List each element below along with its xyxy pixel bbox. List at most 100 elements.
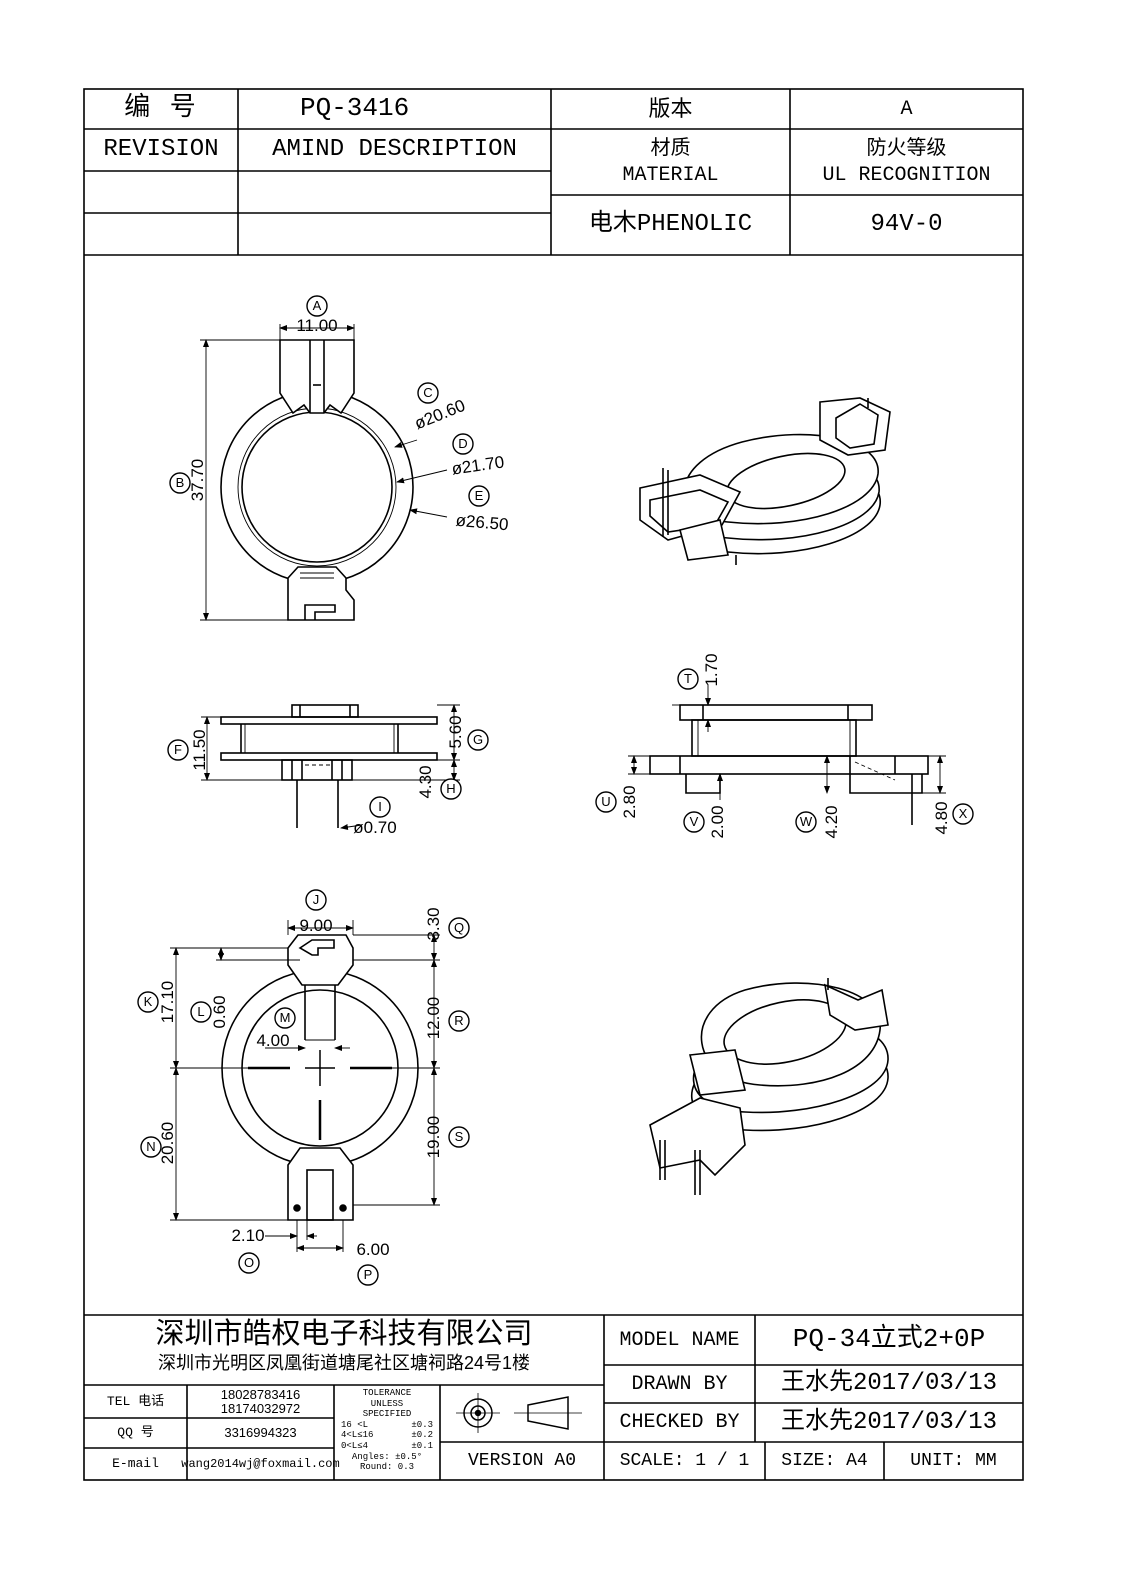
revision-label: REVISION (103, 136, 219, 164)
checked-by-label: CHECKED BY (619, 1411, 740, 1434)
fire-rating-value: 94V-0 (870, 211, 943, 239)
tolerance-row-round: Round: 0.3 (359, 1462, 414, 1473)
border-lines (83, 88, 1024, 1481)
top-view-dimensions (200, 324, 448, 621)
drawn-by-label: DRAWN BY (631, 1372, 728, 1396)
tolerance-row-3-range: 0<L≤4 (341, 1441, 369, 1452)
dim-letter-u: U (601, 794, 611, 810)
unit-label: UNIT: MM (910, 1450, 997, 1471)
fire-rating-label-en: UL RECOGNITION (822, 164, 991, 187)
isometric-view-upper (639, 397, 891, 565)
email-value: wang2014wj@foxmail.com (181, 1456, 340, 1471)
size-label: SIZE: A4 (781, 1450, 868, 1471)
dim-value-k: 17.10 (158, 980, 178, 1024)
qq-value: 3316994323 (224, 1425, 297, 1441)
tolerance-row-3-value: ±0.1 (411, 1441, 433, 1452)
side-view-dimensions (201, 704, 460, 830)
fire-rating-label-cn: 防火等级 (866, 137, 947, 159)
email-label: E-mail (112, 1456, 159, 1472)
dim-value-i: ø0.70 (353, 818, 397, 838)
amend-description-label: AMIND DESCRIPTION (272, 136, 517, 164)
dim-value-n: 20.60 (158, 1121, 178, 1165)
dim-value-s: 19.00 (424, 1115, 444, 1159)
version-value: A (900, 97, 913, 121)
model-name-value: PQ-34立式2+0P (792, 1324, 986, 1355)
material-value: 电木PHENOLIC (588, 211, 753, 239)
dim-letter-h: H (446, 781, 456, 797)
front-view (649, 704, 929, 825)
tolerance-title-2: UNLESS (370, 1398, 404, 1409)
projection-symbol (456, 1393, 582, 1433)
dim-letter-q: Q (453, 920, 465, 936)
tolerance-row-2-value: ±0.2 (411, 1430, 433, 1441)
tel-label: TEL 电话 (106, 1393, 165, 1409)
dim-value-p: 6.00 (356, 1240, 390, 1260)
dim-value-w: 4.20 (822, 805, 842, 839)
dim-letter-k: K (143, 994, 153, 1010)
bottom-view-dimensions (170, 920, 440, 1252)
dim-value-j: 9.00 (299, 916, 333, 936)
dim-letter-o: O (243, 1255, 255, 1271)
checked-by-value: 王水先2017/03/13 (780, 1408, 998, 1436)
top-view (220, 339, 414, 621)
dim-value-t: 1.70 (702, 653, 722, 687)
tolerance-title-3: SPECIFIED (362, 1409, 412, 1420)
dim-letter-f: F (174, 742, 182, 758)
tel-1: 18028783416 (220, 1386, 301, 1402)
dim-letter-a: A (312, 298, 322, 314)
material-label-cn: 材质 (650, 137, 691, 159)
tolerance-row-1-value: ±0.3 (411, 1419, 433, 1430)
dim-value-m: 4.00 (256, 1031, 290, 1051)
dim-value-g: 5.60 (446, 715, 466, 749)
tolerance-title-1: TOLERANCE (362, 1388, 412, 1398)
version-text: VERSION A0 (467, 1450, 577, 1471)
model-name-label: MODEL NAME (619, 1328, 740, 1352)
dim-value-q: 3.30 (424, 907, 444, 941)
bottom-view (221, 934, 419, 1221)
dimension-callouts (137, 295, 974, 1286)
number-label: 编 号 (124, 93, 198, 124)
company-name: 深圳市皓权电子科技有限公司 (155, 1317, 533, 1350)
qq-label: QQ 号 (117, 1425, 154, 1441)
tel-2: 18174032972 (220, 1400, 301, 1416)
tolerance-row-2-range: 4<L≤16 (341, 1430, 374, 1441)
part-number: PQ-3416 (300, 93, 410, 124)
dim-letter-j: J (312, 892, 320, 908)
dim-letter-r: R (454, 1013, 464, 1029)
tolerance-row-3: 0<L≤4 ±0.1 (341, 1441, 433, 1452)
dim-letter-l: L (197, 1004, 205, 1020)
dim-letter-w: W (799, 814, 813, 830)
dim-value-r: 12.00 (424, 996, 444, 1040)
fire-rating-label: 防火等级 UL RECOGNITION (790, 129, 1023, 195)
version-label: 版本 (648, 96, 693, 122)
side-view (220, 704, 438, 828)
dim-letter-e: E (474, 488, 484, 504)
dim-letter-s: S (454, 1129, 464, 1145)
material-label: 材质 MATERIAL (551, 129, 790, 195)
company-address: 深圳市光明区凤凰街道塘尾社区塘祠路24号1楼 (157, 1352, 531, 1373)
tolerance-row-angles: Angles: ±0.5° (351, 1451, 423, 1462)
material-label-en: MATERIAL (622, 164, 719, 187)
dim-letter-v: V (689, 814, 699, 830)
dim-value-b: 37.70 (188, 458, 208, 502)
drawn-by-value: 王水先2017/03/13 (780, 1370, 998, 1398)
dim-value-l: 0.60 (210, 995, 230, 1029)
dim-letter-x: X (958, 806, 968, 822)
dim-letter-t: T (684, 671, 692, 687)
tolerance-row-1: 16 <L ±0.3 (341, 1420, 433, 1431)
dim-letter-n: N (146, 1139, 156, 1155)
dim-letter-m: M (279, 1010, 291, 1026)
dim-value-u: 2.80 (620, 785, 640, 819)
dim-letter-b: B (175, 475, 185, 491)
scale-label: SCALE: 1 / 1 (619, 1450, 750, 1471)
dim-value-h: 4.30 (416, 765, 436, 799)
front-view-dimensions (628, 685, 946, 800)
dim-value-v: 2.00 (708, 805, 728, 839)
dim-value-x: 4.80 (932, 801, 952, 835)
tel-values: 18028783416 18174032972 (187, 1385, 334, 1418)
tolerance-row-1-range: 16 <L (341, 1419, 369, 1430)
dim-letter-i: I (378, 799, 382, 815)
dim-letter-p: P (363, 1267, 373, 1283)
isometric-view-lower (649, 978, 889, 1195)
